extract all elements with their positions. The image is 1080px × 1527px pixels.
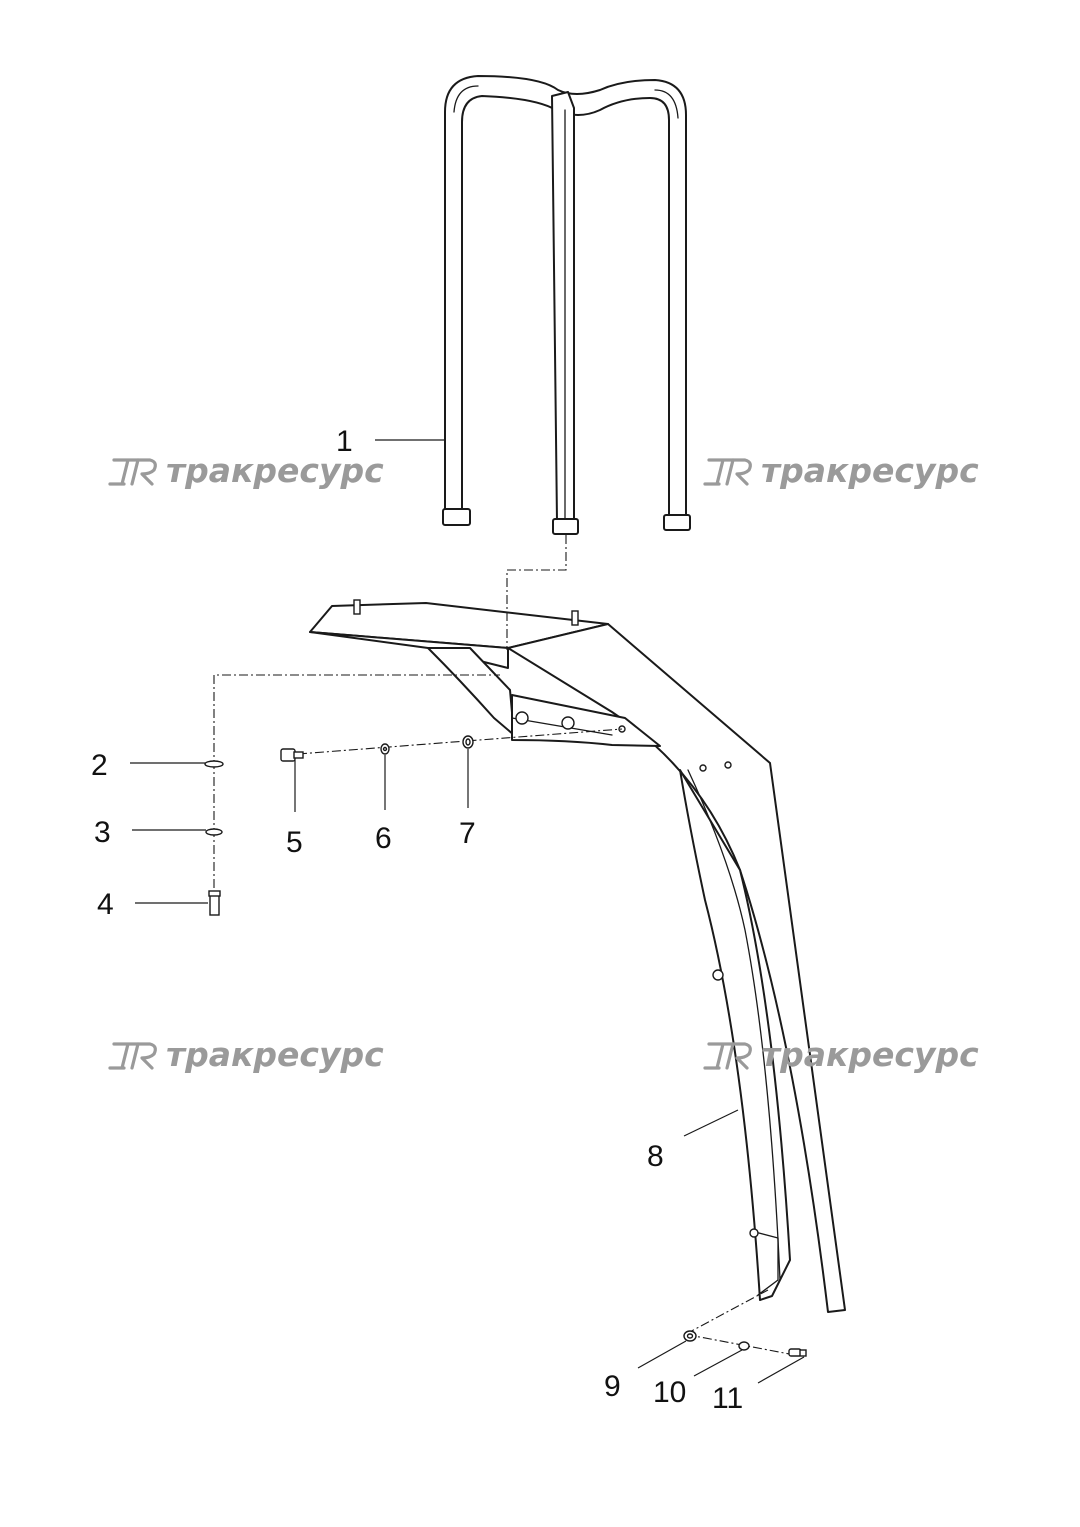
part-4-bolt: [208, 890, 221, 916]
watermark-text: тракресурс: [166, 451, 384, 490]
part-5-bolt: [280, 748, 304, 762]
watermark-text: тракресурс: [166, 1035, 384, 1074]
callout-2: 2: [91, 749, 108, 782]
callout-8: 8: [647, 1140, 664, 1173]
callout-5: 5: [286, 826, 303, 859]
part-2-washer: [204, 760, 224, 768]
callout-10: 10: [653, 1376, 686, 1409]
watermark-logo: [703, 458, 752, 486]
callout-9: 9: [604, 1370, 621, 1403]
callout-11: 11: [712, 1382, 743, 1415]
leader-lines: [130, 439, 805, 1384]
callout-7: 7: [459, 817, 476, 850]
watermark-logo: [108, 458, 157, 486]
watermark-text: тракресурс: [761, 451, 979, 490]
watermark-bottom-left: тракресурс: [108, 1035, 384, 1074]
part-10-washer: [738, 1341, 750, 1351]
part-6-washer: [380, 743, 390, 755]
callout-6: 6: [375, 822, 392, 855]
part-9-washer: [683, 1330, 697, 1342]
watermark-logo: [108, 1042, 157, 1070]
callout-labels: 1 2 3 4 5 6 7 8 9 10 11: [91, 425, 743, 1415]
part-11-bolt: [788, 1348, 807, 1357]
part-1-handrail: [442, 75, 691, 535]
watermark-bottom-right: тракресурс: [703, 1035, 979, 1074]
watermark-top-right: тракресурс: [703, 451, 979, 490]
watermark-logo: [703, 1042, 752, 1070]
watermark-text: тракресурс: [761, 1035, 979, 1074]
part-8-fender: [309, 599, 846, 1313]
callout-1: 1: [336, 425, 353, 458]
callout-4: 4: [97, 888, 114, 921]
part-3-washer: [205, 828, 223, 836]
callout-3: 3: [94, 816, 111, 849]
watermark-top-left: тракресурс: [108, 451, 384, 490]
part-7-washer: [462, 735, 474, 749]
